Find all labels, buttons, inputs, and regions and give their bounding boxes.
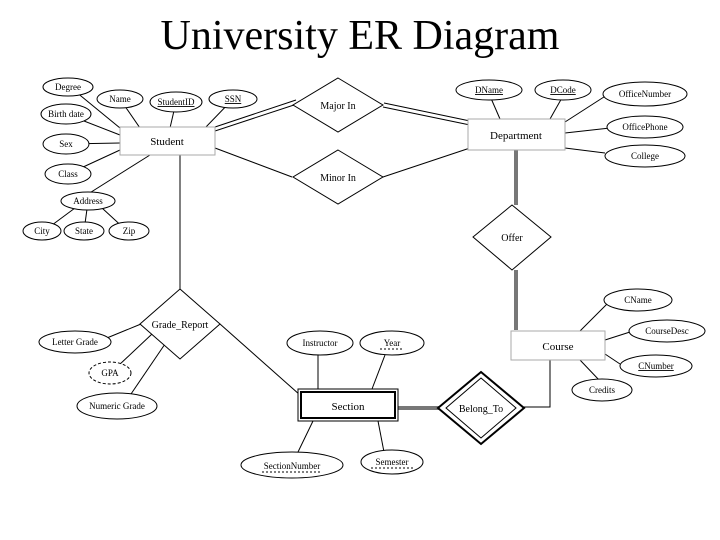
- attr-credits: Credits: [571, 378, 633, 402]
- attr-zip: Zip: [108, 221, 150, 241]
- attr-name: Name: [96, 89, 144, 109]
- attr-sectionnumber: SectionNumber: [240, 451, 344, 479]
- svg-text:Zip: Zip: [123, 226, 136, 236]
- entity-course: Course: [510, 330, 606, 361]
- attr-coursedesc: CourseDesc: [628, 319, 706, 343]
- diagram-title: University ER Diagram: [160, 13, 560, 59]
- entity-department-label: Department: [490, 130, 542, 142]
- svg-text:Name: Name: [109, 94, 131, 104]
- svg-text:State: State: [75, 226, 93, 236]
- attr-gpa: GPA: [88, 361, 132, 385]
- svg-text:Letter Grade: Letter Grade: [52, 337, 98, 347]
- attr-cname: CName: [603, 288, 673, 312]
- svg-text:Birth date: Birth date: [48, 109, 84, 119]
- attr-cnumber: CNumber: [619, 354, 693, 378]
- entity-student: Student: [119, 126, 216, 156]
- attr-dcode: DCode: [534, 79, 592, 101]
- svg-text:Class: Class: [58, 169, 78, 179]
- attr-instructor: Instructor: [286, 330, 354, 356]
- svg-text:CourseDesc: CourseDesc: [645, 326, 689, 336]
- attr-address: Address: [60, 191, 116, 211]
- rel-minor-in: Minor In: [292, 149, 384, 205]
- svg-text:DCode: DCode: [550, 85, 576, 95]
- svg-text:OfficePhone: OfficePhone: [622, 122, 667, 132]
- svg-text:StudentID: StudentID: [158, 97, 195, 107]
- double-lines: [214, 99, 471, 132]
- entity-section: Section: [297, 388, 399, 422]
- svg-text:GPA: GPA: [101, 368, 119, 378]
- attr-sex: Sex: [42, 133, 90, 155]
- attr-studentid: StudentID: [149, 91, 203, 113]
- rel-offer: Offer: [472, 204, 552, 271]
- attr-semester: Semester: [360, 449, 424, 475]
- attr-officephone: OfficePhone: [606, 115, 684, 139]
- svg-text:Semester: Semester: [376, 457, 409, 467]
- entity-student-label: Student: [150, 136, 184, 148]
- svg-text:Year: Year: [384, 338, 401, 348]
- attr-numeric-grade: Numeric Grade: [76, 392, 158, 420]
- svg-text:Address: Address: [73, 196, 103, 206]
- svg-text:Sex: Sex: [59, 139, 73, 149]
- rel-belong-to: Belong_To: [436, 370, 526, 446]
- attr-letter-grade: Letter Grade: [38, 330, 112, 354]
- attr-degree: Degree: [42, 77, 94, 97]
- attr-college: College: [604, 144, 686, 168]
- svg-text:College: College: [631, 151, 659, 161]
- attr-officenumber: OfficeNumber: [602, 81, 688, 107]
- rel-minor-in-label: Minor In: [320, 173, 356, 184]
- svg-text:CName: CName: [624, 295, 652, 305]
- rel-offer-label: Offer: [501, 233, 523, 244]
- svg-text:Credits: Credits: [589, 385, 615, 395]
- attr-ssn: SSN: [208, 89, 258, 109]
- svg-text:City: City: [34, 226, 50, 236]
- svg-text:SectionNumber: SectionNumber: [264, 461, 321, 471]
- entity-section-label: Section: [332, 401, 365, 413]
- svg-text:DName: DName: [475, 85, 503, 95]
- rel-major-in: Major In: [292, 77, 384, 133]
- svg-text:Numeric Grade: Numeric Grade: [89, 401, 145, 411]
- svg-text:Instructor: Instructor: [303, 338, 338, 348]
- rel-grade-report-label: Grade_Report: [152, 320, 209, 331]
- svg-text:CNumber: CNumber: [638, 361, 674, 371]
- rel-major-in-label: Major In: [320, 101, 355, 112]
- attr-state: State: [63, 221, 105, 241]
- attr-class: Class: [44, 163, 92, 185]
- attr-birth-date: Birth date: [40, 103, 92, 125]
- svg-text:Degree: Degree: [55, 82, 81, 92]
- rel-grade-report: Grade_Report: [139, 288, 221, 360]
- rel-belong-to-label: Belong_To: [459, 404, 503, 415]
- svg-text:SSN: SSN: [225, 94, 242, 104]
- entity-department: Department: [467, 118, 566, 151]
- attr-dname: DName: [455, 79, 523, 101]
- attr-year: Year: [359, 330, 425, 356]
- entity-course-label: Course: [542, 341, 573, 353]
- attr-city: City: [22, 221, 62, 241]
- svg-text:OfficeNumber: OfficeNumber: [619, 89, 671, 99]
